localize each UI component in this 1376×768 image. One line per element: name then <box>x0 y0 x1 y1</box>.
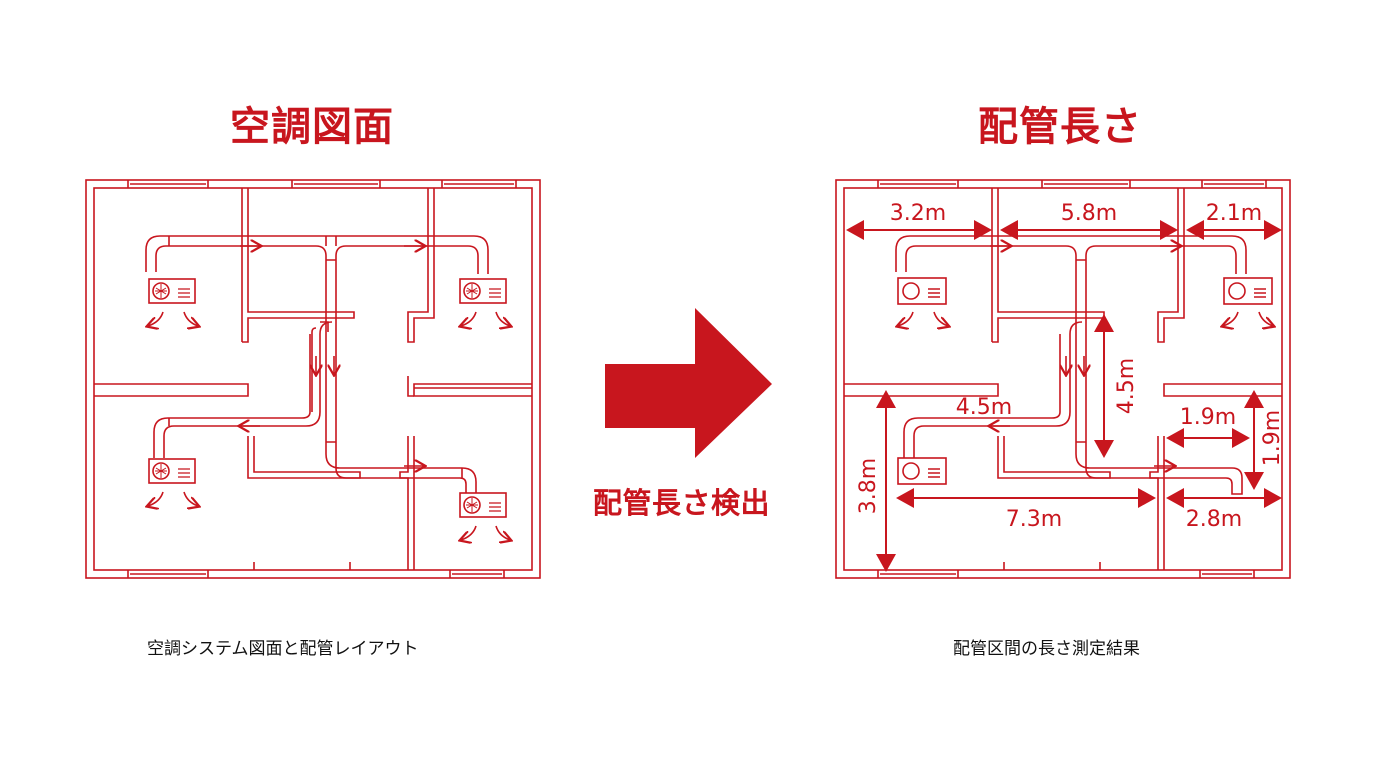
process-arrow <box>590 306 790 536</box>
measure-label: 1.9m <box>1180 405 1236 430</box>
measure-label: 4.5m <box>1114 358 1139 414</box>
process-label: 配管長さ検出 <box>593 486 771 520</box>
indoor-unit-icon <box>148 278 196 304</box>
measure-label: 1.9m <box>1260 410 1285 466</box>
right-panel-title: 配管長さ <box>978 104 1142 150</box>
left-panel-title: 空調図面 <box>230 104 394 150</box>
hvac-floor-plan <box>85 179 541 579</box>
right-panel-caption: 配管区間の長さ測定結果 <box>953 639 1140 659</box>
measure-label: 4.5m <box>956 395 1012 420</box>
measure-label: 3.8m <box>856 458 881 514</box>
left-panel-caption: 空調システム図面と配管レイアウト <box>147 639 419 659</box>
measure-label: 3.2m <box>890 201 946 226</box>
measure-label: 2.1m <box>1206 201 1262 226</box>
right-arrow-icon <box>605 308 772 458</box>
indoor-unit-icon <box>148 458 196 484</box>
pipe-length-plan: 3.2m 5.8m 2.1m 4.5m 4.5m 1.9m 1.9m 3.8m … <box>835 179 1291 579</box>
measure-label: 2.8m <box>1186 507 1242 532</box>
measure-label: 7.3m <box>1006 507 1062 532</box>
indoor-unit-icon <box>459 492 507 518</box>
measure-label: 5.8m <box>1061 201 1117 226</box>
indoor-unit-icon <box>459 278 507 304</box>
